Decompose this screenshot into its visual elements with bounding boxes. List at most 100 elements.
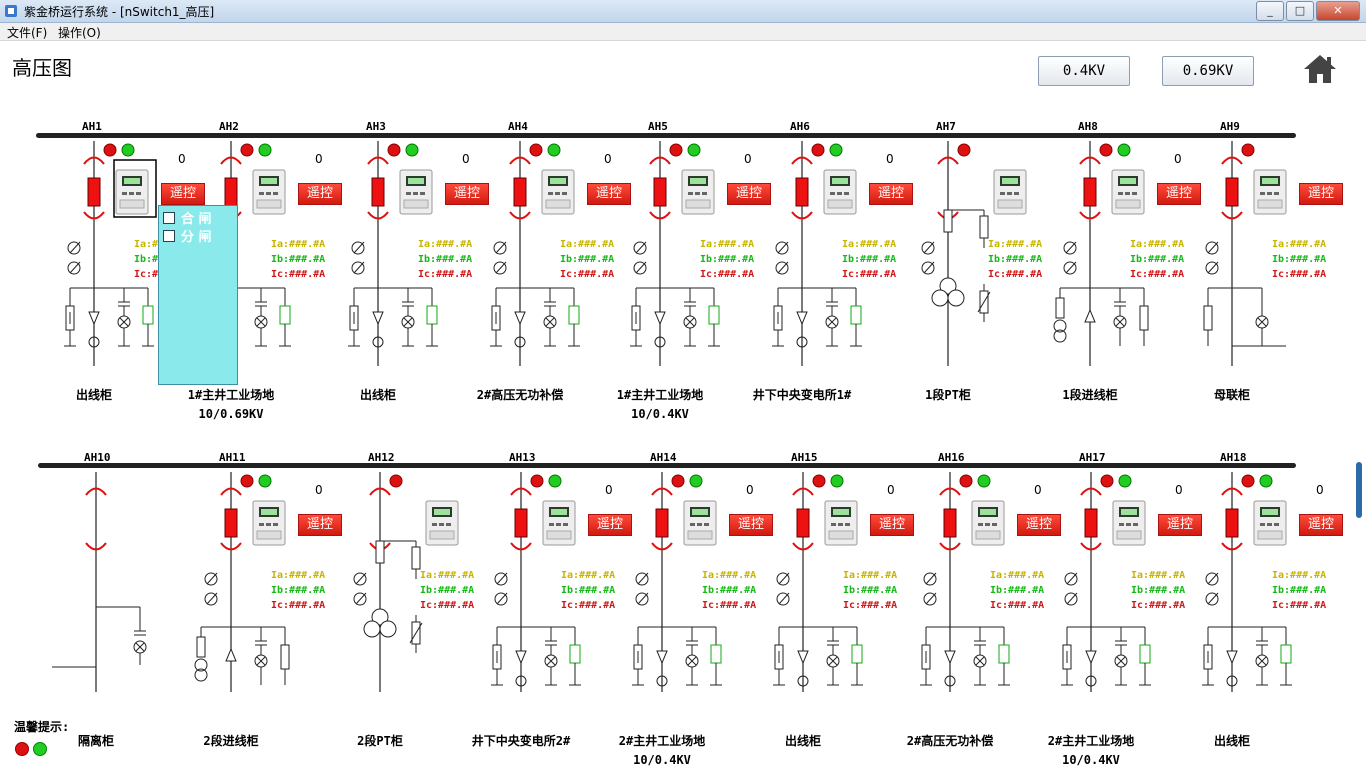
remote-control-button[interactable]: 遥控 [445,183,489,205]
current-ib: Ib:###.#A [271,254,326,265]
relay-device-icon[interactable] [823,169,857,215]
maximize-button[interactable]: □ [1286,1,1314,21]
status-red-dot [1241,143,1255,157]
kv04-button[interactable]: 0.4KV [1038,56,1130,86]
relay-device-icon[interactable] [542,500,576,546]
close-button[interactable]: ✕ [1316,1,1360,21]
breaker-symbol[interactable] [795,177,809,207]
cabinet-id: AH16 [938,451,965,464]
current-ib: Ib:###.#A [700,254,755,265]
relay-device-icon[interactable] [252,169,286,215]
current-ib: Ib:###.#A [702,585,757,596]
remote-control-button[interactable]: 遥控 [1017,514,1061,536]
cabinet-diagram [773,472,863,692]
remote-control-button[interactable]: 遥控 [298,514,342,536]
breaker-symbol[interactable] [796,508,810,538]
status-red-dot [389,474,403,488]
current-ib: Ib:###.#A [1130,254,1185,265]
kv069-button[interactable]: 0.69KV [1162,56,1254,86]
cabinet-rating: 10/0.4KV [633,753,691,767]
remote-control-button[interactable]: 遥控 [298,183,342,205]
cabinet-diagram [1203,141,1287,366]
breaker-symbol[interactable] [1083,177,1097,207]
cabinet-name: 2段进线柜 [161,732,301,751]
status-red-dot [671,474,685,488]
remote-control-button[interactable]: 遥控 [161,183,205,205]
breaker-symbol[interactable] [1225,508,1239,538]
status-green-dot [121,143,135,157]
popup-item-open[interactable]: 分 闸 [163,226,212,245]
breaker-symbol[interactable] [513,177,527,207]
checkbox-open[interactable] [163,230,175,242]
cabinet-id: AH5 [648,120,668,133]
status-red-dot [1100,474,1114,488]
breaker-symbol[interactable] [1225,177,1239,207]
status-green-dot [829,143,843,157]
relay-device-icon[interactable] [252,500,286,546]
current-ia: Ia:###.#A [988,239,1043,250]
breaker-symbol[interactable] [371,177,385,207]
breaker-symbol[interactable] [943,508,957,538]
remote-control-button[interactable]: 遥控 [1299,183,1343,205]
relay-device-icon[interactable] [681,169,715,215]
breaker-symbol[interactable] [224,508,238,538]
relay-device-icon[interactable] [824,500,858,546]
cabinet-diagram [490,141,580,366]
cabinet-diagram [52,472,147,692]
count-value: 0 [887,483,895,497]
menu-file[interactable]: 文件(F) [7,26,48,40]
cabinet-name: 2#高压无功补偿 [880,732,1020,751]
relay-device-icon[interactable] [993,169,1027,215]
cabinet-id: AH9 [1220,120,1240,133]
cabinet-name: 2#高压无功补偿 [450,386,590,405]
popup-item-close[interactable]: 合 闸 [163,208,212,227]
relay-device-icon[interactable] [1253,500,1287,546]
current-ic: Ic:###.#A [560,269,615,280]
cabinet-id: AH6 [790,120,810,133]
current-ia: Ia:###.#A [1272,570,1327,581]
current-ia: Ia:###.#A [420,570,475,581]
relay-device-icon[interactable] [971,500,1005,546]
minimize-button[interactable]: _ [1256,1,1284,21]
count-value: 0 [604,152,612,166]
menu-operate[interactable]: 操作(O) [58,26,101,40]
remote-control-button[interactable]: 遥控 [588,514,632,536]
scrollbar-thumb[interactable] [1356,462,1362,518]
remote-control-button[interactable]: 遥控 [727,183,771,205]
relay-device-icon[interactable] [1253,169,1287,215]
cabinet-rating: 10/0.69KV [198,407,264,421]
breaker-symbol[interactable] [655,508,669,538]
remote-control-button[interactable]: 遥控 [587,183,631,205]
current-ia: Ia:###.#A [561,570,616,581]
relay-device-icon[interactable] [541,169,575,215]
status-red-dot [811,143,825,157]
current-ib: Ib:###.#A [990,585,1045,596]
relay-device-icon[interactable] [683,500,717,546]
home-icon[interactable] [1302,53,1338,85]
breaker-symbol[interactable] [87,177,101,207]
current-ib: Ib:###.#A [843,585,898,596]
breaker-symbol[interactable] [514,508,528,538]
relay-device-icon[interactable] [1112,500,1146,546]
breaker-symbol[interactable] [1084,508,1098,538]
cabinet-id: AH3 [366,120,386,133]
remote-control-button[interactable]: 遥控 [870,514,914,536]
cabinet-name-line: 井下中央变电所2# [471,734,571,748]
cabinet-name: 出线柜 [24,386,164,405]
relay-device-icon[interactable] [1111,169,1145,215]
remote-control-button[interactable]: 遥控 [729,514,773,536]
remote-control-button[interactable]: 遥控 [869,183,913,205]
relay-device-icon[interactable] [399,169,433,215]
remote-control-button[interactable]: 遥控 [1158,514,1202,536]
remote-control-button[interactable]: 遥控 [1157,183,1201,205]
relay-device-icon[interactable] [113,159,157,218]
checkbox-close[interactable] [163,212,175,224]
relay-device-icon[interactable] [425,500,459,546]
breaker-symbol[interactable] [653,177,667,207]
remote-control-button[interactable]: 遥控 [1299,514,1343,536]
